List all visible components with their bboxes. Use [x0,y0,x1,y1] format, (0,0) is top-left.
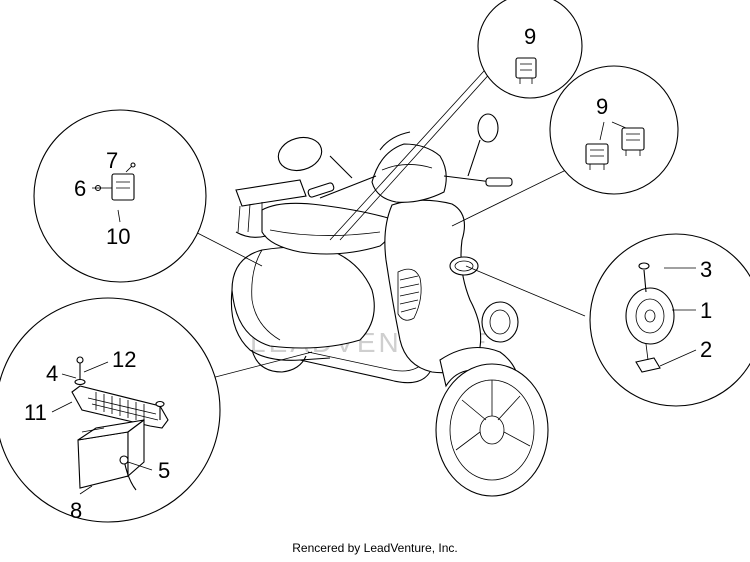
callout-9-right: 9 [596,94,608,119]
scooter-drawing [230,113,549,497]
callout-5: 5 [158,458,170,483]
callout-labels: 9 9 7 6 10 3 1 2 4 12 11 5 8 [24,24,712,523]
detail-circle-controller [33,109,207,283]
detail-circle-horn [589,233,750,407]
callout-1: 1 [700,298,712,323]
callout-10: 10 [106,224,130,249]
detail-circle-relay-top [477,0,583,99]
callout-6: 6 [74,176,86,201]
detail-circle-battery [0,297,221,523]
callout-9-top: 9 [524,24,536,49]
callout-12: 12 [112,347,136,372]
callout-8: 8 [70,498,82,523]
credit-text: Rencered by LeadVenture, Inc. [292,541,458,555]
callout-7: 7 [106,148,118,173]
callout-pointers [51,187,697,495]
callout-4: 4 [46,361,58,386]
callout-11: 11 [24,400,47,425]
detail-circle-relays-right [549,65,679,195]
callout-2: 2 [700,337,712,362]
callout-3: 3 [700,257,712,282]
